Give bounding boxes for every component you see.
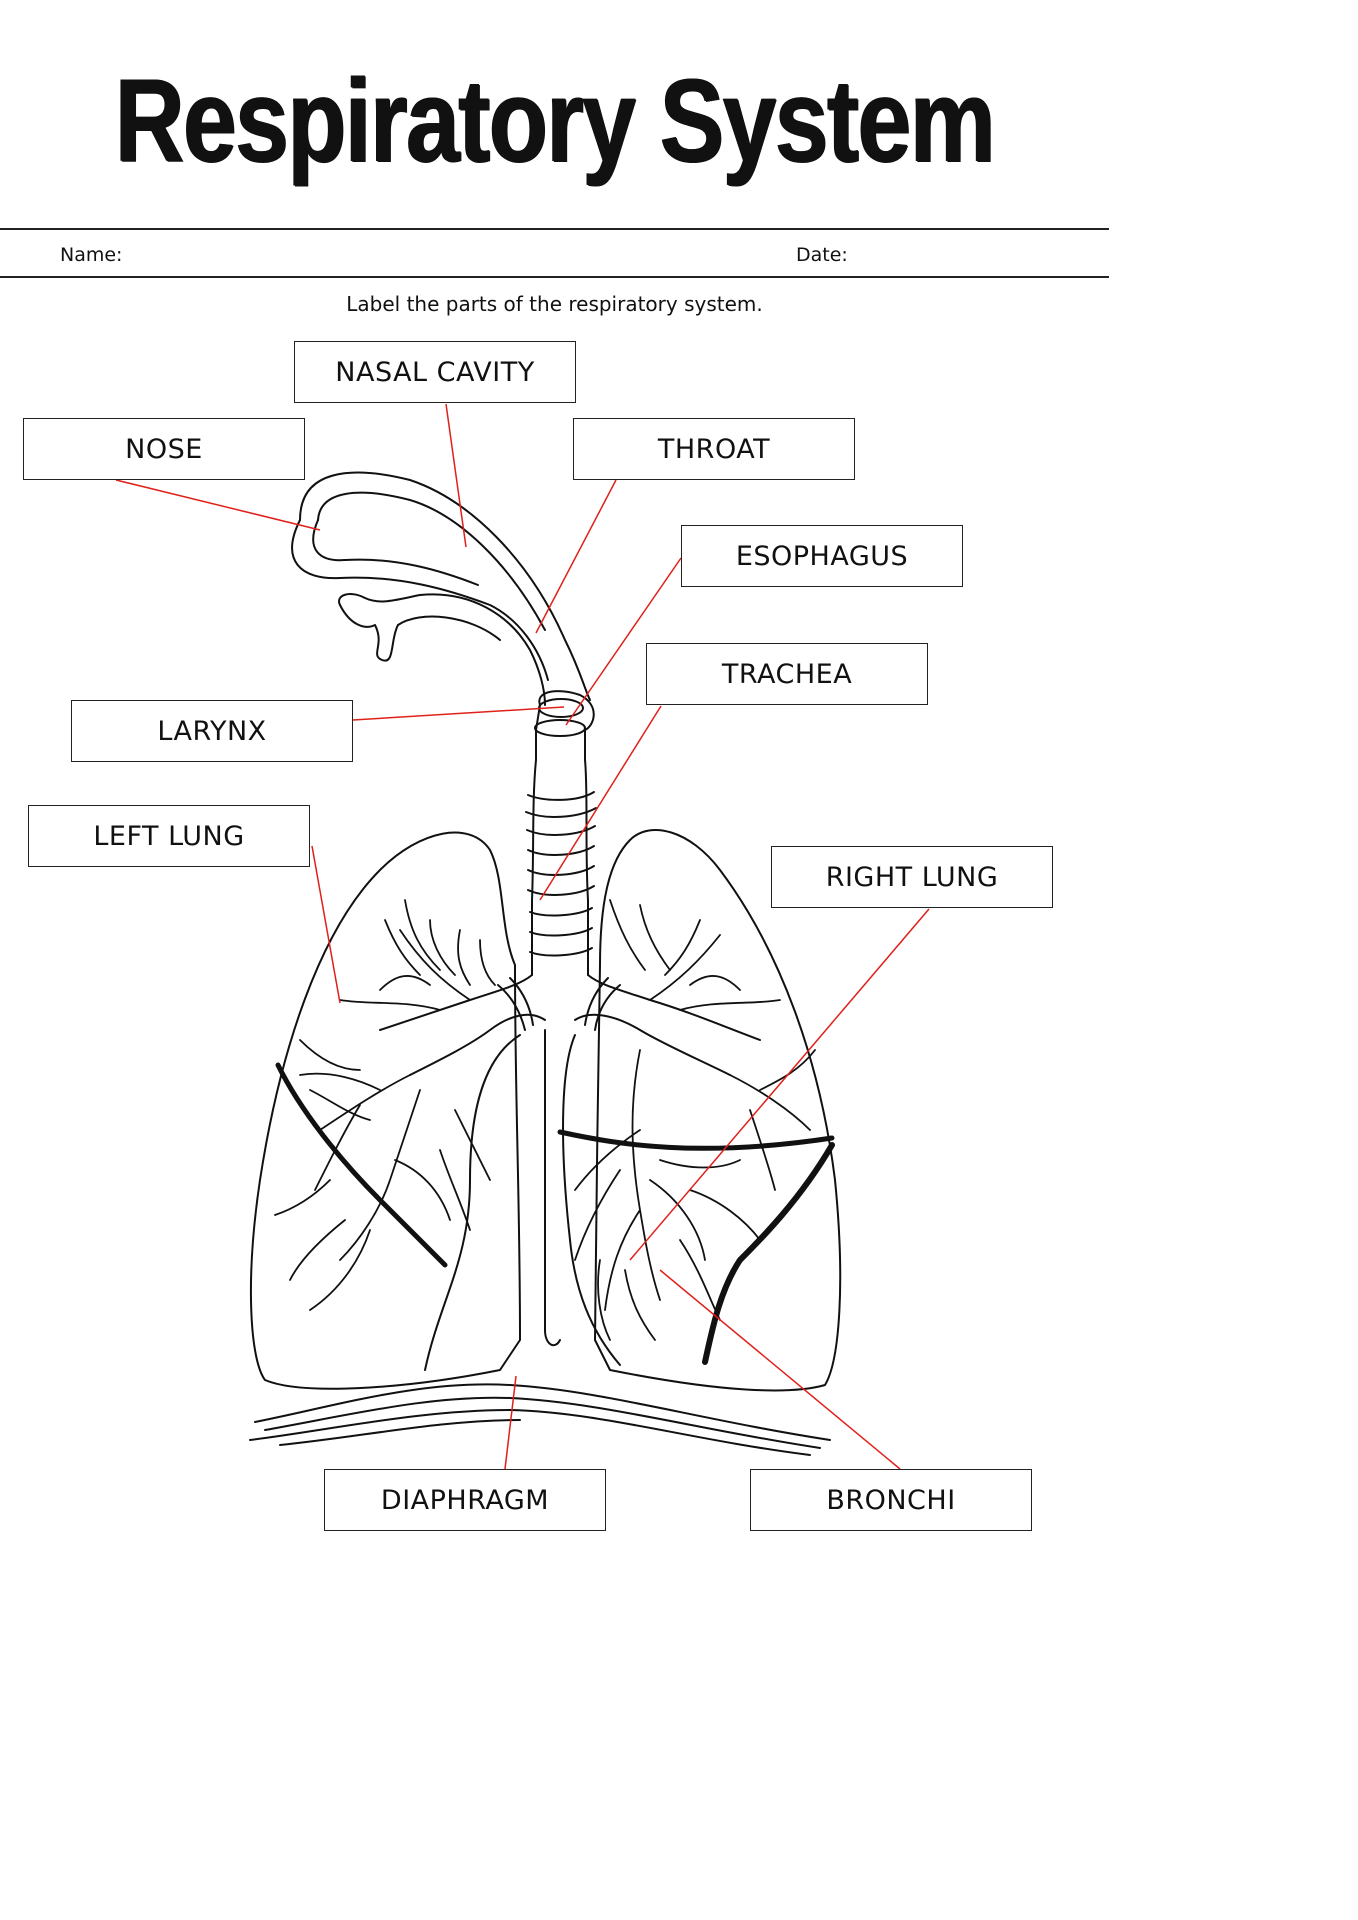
right-lung-outline [594,829,842,1392]
right-lung-horizontal-fissure [557,1129,835,1151]
label-nasal-cavity: NASAL CAVITY [294,341,576,403]
label-trachea: TRACHEA [646,643,928,705]
worksheet-title: Respiratory System [114,55,996,187]
leader-line-esophagus [565,557,682,726]
label-right-lung: RIGHT LUNG [771,846,1053,908]
leader-line-nose [115,479,321,531]
leader-line-diaphragm [504,1375,517,1470]
leader-line-right-lung [629,908,930,1261]
leader-line-throat [535,479,617,634]
label-nose: NOSE [23,418,305,480]
right-lung-oblique-fissure [702,1142,835,1365]
main-bronchi-outline [379,974,761,1076]
leader-line-larynx [352,706,565,721]
leader-line-trachea [539,705,662,901]
label-bronchi: BRONCHI [750,1469,1032,1531]
right-lung-branches [574,899,816,1341]
leader-lines [115,403,930,1470]
diaphragm-outline [249,1383,831,1456]
leader-line-left-lung [311,845,341,1004]
label-diaphragm: DIAPHRAGM [324,1469,606,1531]
left-lung-fissure [275,1062,448,1268]
leader-line-bronchi [659,1269,901,1470]
left-lung-branches [274,899,496,1311]
label-larynx: LARYNX [71,700,353,762]
name-field-label: Name: [60,244,123,266]
trachea-outline [525,690,597,976]
header-top-rule [0,228,1109,230]
instruction-text: Label the parts of the respiratory syste… [346,292,763,316]
date-field-label: Date: [796,244,848,266]
leader-line-nasal-cavity [445,403,467,548]
nasal-cavity-outline [291,471,591,706]
header-bottom-rule [0,276,1109,278]
label-esophagus: ESOPHAGUS [681,525,963,587]
respiratory-diagram [115,403,930,1470]
left-lung-outline [249,831,521,1390]
label-left-lung: LEFT LUNG [28,805,310,867]
label-throat: THROAT [573,418,855,480]
